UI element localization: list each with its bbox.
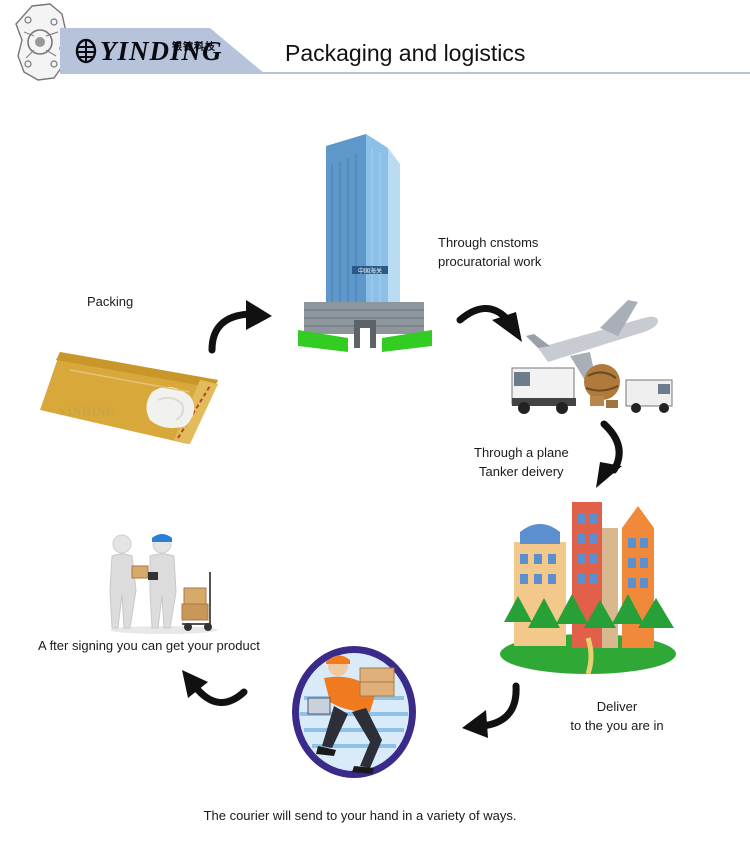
plane-label-line1: Through a plane bbox=[474, 445, 569, 460]
bubble-envelope-image bbox=[40, 352, 218, 444]
brand-subtitle: 银锭科技 bbox=[172, 42, 216, 53]
logo-banner bbox=[60, 28, 265, 74]
plane-label: Through a plane Tanker deivery bbox=[474, 443, 569, 481]
customs-label: Through cnstoms procuratorial work bbox=[438, 233, 541, 271]
customs-building-sign: 中国海关 bbox=[358, 267, 382, 275]
header-rule bbox=[60, 72, 750, 74]
customs-building-image: 中国海关 bbox=[298, 134, 432, 352]
courier-label: The courier will send to your hand in a … bbox=[203, 808, 517, 823]
arrow-plane-to-deliver bbox=[596, 420, 623, 488]
courier-image bbox=[292, 646, 416, 778]
page-title: Packaging and logistics bbox=[285, 40, 526, 66]
arrow-customs-to-plane bbox=[456, 305, 522, 342]
plane-label-line2: Tanker deivery bbox=[479, 464, 564, 479]
signing-label: A fter signing you can get your product bbox=[38, 638, 260, 653]
deliver-label-line1: Deliver bbox=[596, 699, 638, 714]
customs-label-line2: procuratorial work bbox=[438, 254, 542, 269]
signing-figures-image bbox=[109, 534, 218, 634]
deliver-label: Deliver to the you are in bbox=[562, 697, 672, 735]
seal-stamp-icon bbox=[15, 3, 67, 81]
envelope-watermark: YINDING bbox=[58, 404, 117, 418]
city-buildings-image bbox=[500, 502, 676, 675]
brand-name: YINDING bbox=[100, 36, 223, 66]
customs-label-line1: Through cnstoms bbox=[438, 235, 539, 250]
packing-label: Packing bbox=[87, 294, 134, 309]
page-header: YINDING 银锭科技 Packaging and logistics bbox=[0, 0, 750, 90]
plane-and-trucks-image bbox=[511, 300, 673, 414]
deliver-label-line2: to the you are in bbox=[570, 718, 664, 733]
arrow-courier-to-signing bbox=[182, 670, 248, 706]
arrow-packing-to-customs bbox=[208, 300, 272, 354]
brand-globe-icon bbox=[75, 38, 97, 64]
arrow-deliver-to-courier bbox=[462, 682, 520, 738]
